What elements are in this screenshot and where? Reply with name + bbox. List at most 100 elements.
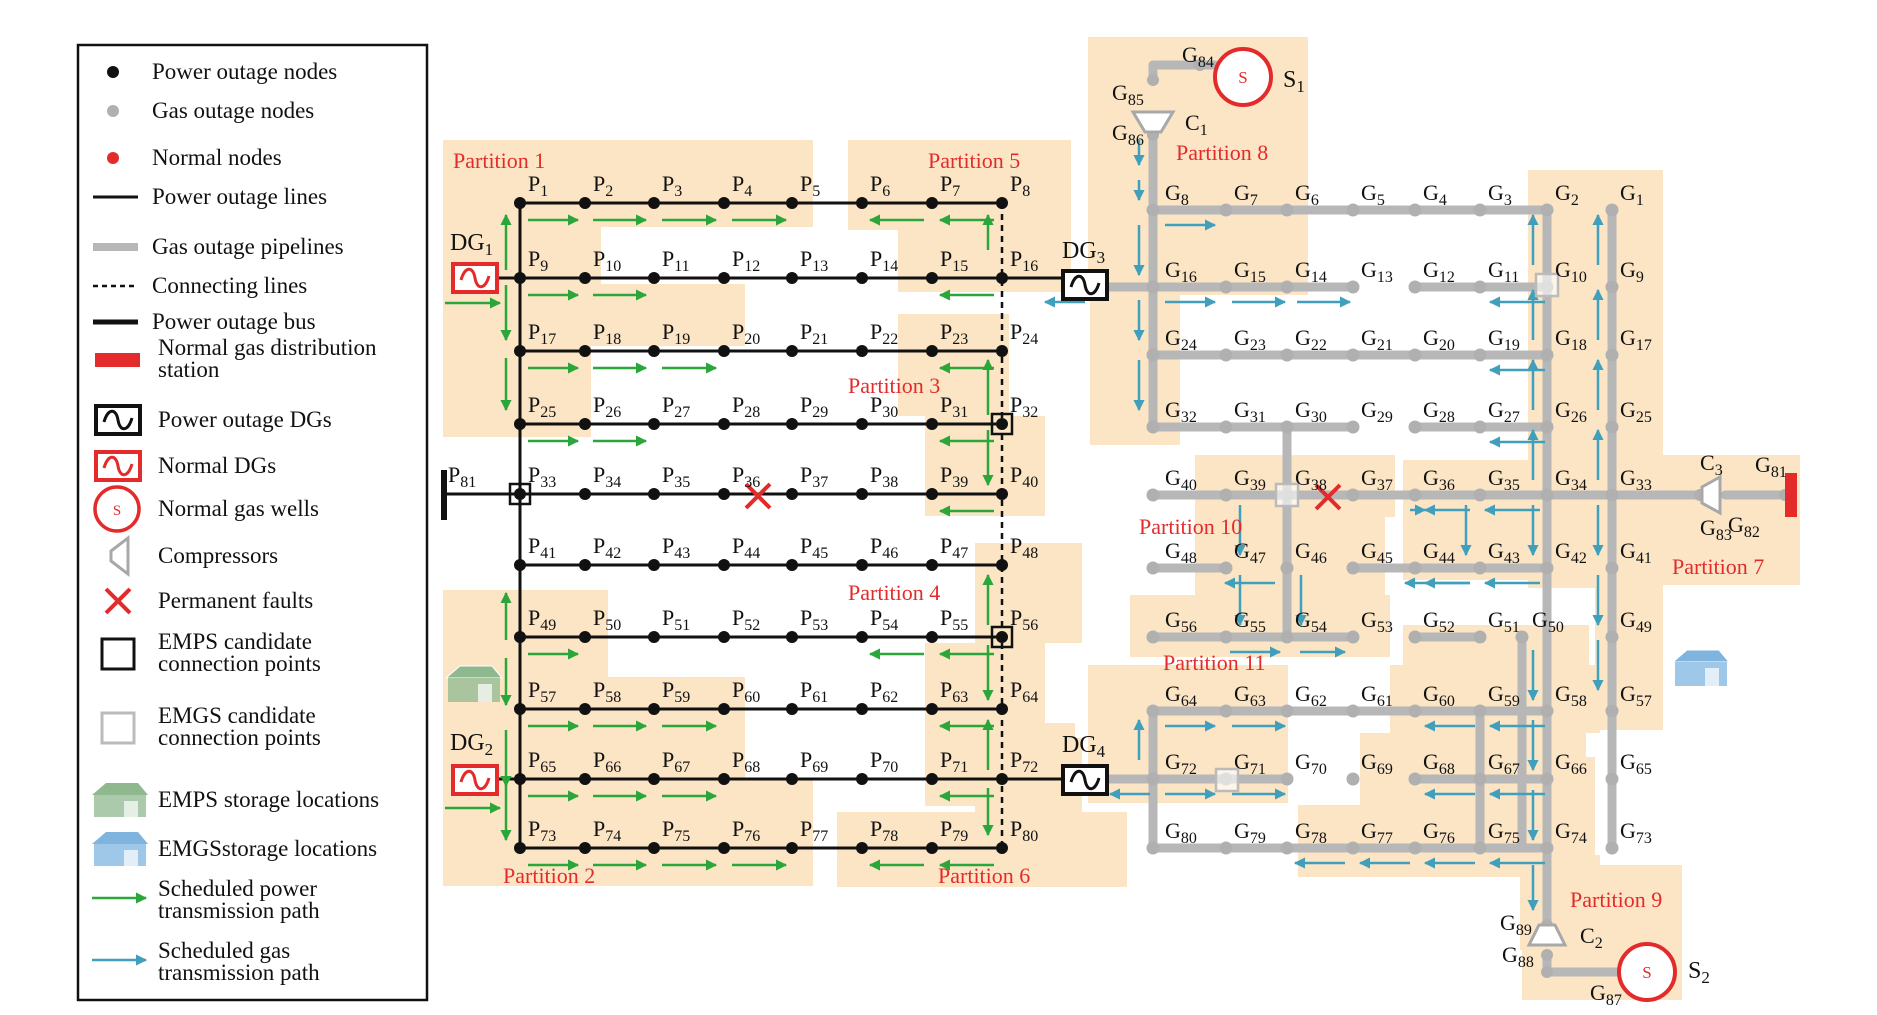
gas-label-g29: G29 [1361, 397, 1393, 426]
partition-label-4: Partition 4 [848, 580, 940, 605]
power-label-p68: P68 [732, 747, 760, 776]
gas-node-g36 [1408, 488, 1422, 502]
gas-label-g5: G5 [1361, 180, 1385, 209]
power-node-p21 [786, 345, 798, 357]
normal-dg-2 [451, 764, 499, 796]
gas-node-g54 [1280, 630, 1294, 644]
gas-label-g30: G30 [1295, 397, 1327, 426]
power-node-p70 [856, 773, 868, 785]
gas-well-s1: S [1213, 47, 1273, 107]
power-label-p76: P76 [732, 816, 760, 845]
power-node-p58 [579, 703, 591, 715]
gas-node-g80 [1146, 841, 1160, 855]
gas-node-g20 [1408, 348, 1422, 362]
gas-node-g55 [1219, 630, 1233, 644]
power-label-p74: P74 [593, 816, 621, 845]
power-label-p12: P12 [732, 246, 760, 275]
power-label-p24: P24 [1010, 319, 1038, 348]
power-node-p63 [926, 703, 938, 715]
power-label-p19: P19 [662, 319, 690, 348]
legend-label-7: Normal gas distribution [158, 335, 377, 360]
gas-node-g12 [1408, 280, 1422, 294]
gas-node-g67 [1473, 772, 1487, 786]
power-outage-dg-4 [1061, 764, 1109, 796]
compressor-label-3: C3 [1700, 450, 1723, 479]
power-node-p20 [718, 345, 730, 357]
gas-node-g48 [1146, 561, 1160, 575]
gas-label-g77: G77 [1361, 818, 1393, 847]
gas-node-g22 [1280, 348, 1294, 362]
power-node-p40 [996, 488, 1008, 500]
power-label-p48: P48 [1010, 533, 1038, 562]
gas-label-g7: G7 [1234, 180, 1258, 209]
gas-network [1085, 59, 1791, 978]
gas-label-g20: G20 [1423, 325, 1455, 354]
power-label-p29: P29 [800, 392, 828, 421]
legend-gas-well-letter: S [113, 503, 121, 519]
power-label-p62: P62 [870, 677, 898, 706]
power-label-p17: P17 [528, 319, 556, 348]
gas-label-g19: G19 [1488, 325, 1520, 354]
power-label-p64: P64 [1010, 677, 1038, 706]
gas-node-g13 [1346, 280, 1360, 294]
power-node-p75 [648, 842, 660, 854]
compressor-c2 [1526, 923, 1568, 947]
partition-area-34 [1298, 805, 1588, 877]
gas-node-g50 [1515, 630, 1529, 644]
legend-emps-storage-icon-door [124, 801, 138, 817]
gas-label-g58: G58 [1555, 681, 1587, 710]
gas-node-g9 [1605, 280, 1619, 294]
partition-area-9 [898, 314, 1009, 416]
gas-well-s1-letter: S [1238, 68, 1247, 87]
gas-label-g33: G33 [1620, 465, 1652, 494]
legend-label-17: Scheduled power [158, 876, 317, 901]
power-node-p31 [926, 418, 938, 430]
partition-area-10 [925, 416, 1045, 516]
legend-emps-storage-icon-body [94, 795, 146, 817]
scheduled-power-paths [445, 213, 994, 871]
gas-node-g45 [1346, 561, 1360, 575]
gas-label-g18: G18 [1555, 325, 1587, 354]
partition-label-2: Partition 2 [503, 863, 595, 888]
emps-candidate-point-0 [508, 482, 532, 506]
legend-fault-icon-b [104, 587, 132, 615]
gas-label-g10: G10 [1555, 257, 1587, 286]
power-node-p43 [648, 559, 660, 571]
gas-label-g26: G26 [1555, 397, 1587, 426]
gas-node-g32 [1146, 420, 1160, 434]
gas-node-g24 [1146, 348, 1160, 362]
gas-node-g52 [1408, 630, 1422, 644]
power-label-p6: P6 [870, 171, 890, 200]
gas-label-g78: G78 [1295, 818, 1327, 847]
gas-well-s2-letter: S [1642, 963, 1651, 982]
power-label-p67: P67 [662, 747, 690, 776]
power-node-p8 [996, 197, 1008, 209]
power-node-p56 [996, 631, 1008, 643]
gas-node-g57 [1605, 704, 1619, 718]
power-label-p16: P16 [1010, 246, 1038, 275]
gas-label-g31: G31 [1234, 397, 1266, 426]
gas-label-g79: G79 [1234, 818, 1266, 847]
gas-label-g24: G24 [1165, 325, 1197, 354]
power-node-p37 [786, 488, 798, 500]
power-label-p46: P46 [870, 533, 898, 562]
gas-node-g25 [1605, 420, 1619, 434]
power-label-p61: P61 [800, 677, 828, 706]
power-node-p49 [514, 631, 526, 643]
gas-label-g53: G53 [1361, 607, 1393, 636]
gas-label-g62: G62 [1295, 681, 1327, 710]
power-label-p13: P13 [800, 246, 828, 275]
power-node-p44 [718, 559, 730, 571]
power-label-p59: P59 [662, 677, 690, 706]
power-node-p5 [786, 197, 798, 209]
power-node-p52 [718, 631, 730, 643]
gas-node-g76 [1408, 841, 1422, 855]
gas-label-g38: G38 [1295, 465, 1327, 494]
gas-label-g28: G28 [1423, 397, 1455, 426]
legend-emps-storage-icon [92, 783, 148, 817]
partition-label-8: Partition 8 [1176, 140, 1268, 165]
gas-label-g88: G88 [1502, 942, 1534, 971]
power-node-p16 [996, 272, 1008, 284]
gas-label-g15: G15 [1234, 257, 1266, 286]
well-label-s1: S1 [1283, 67, 1305, 96]
